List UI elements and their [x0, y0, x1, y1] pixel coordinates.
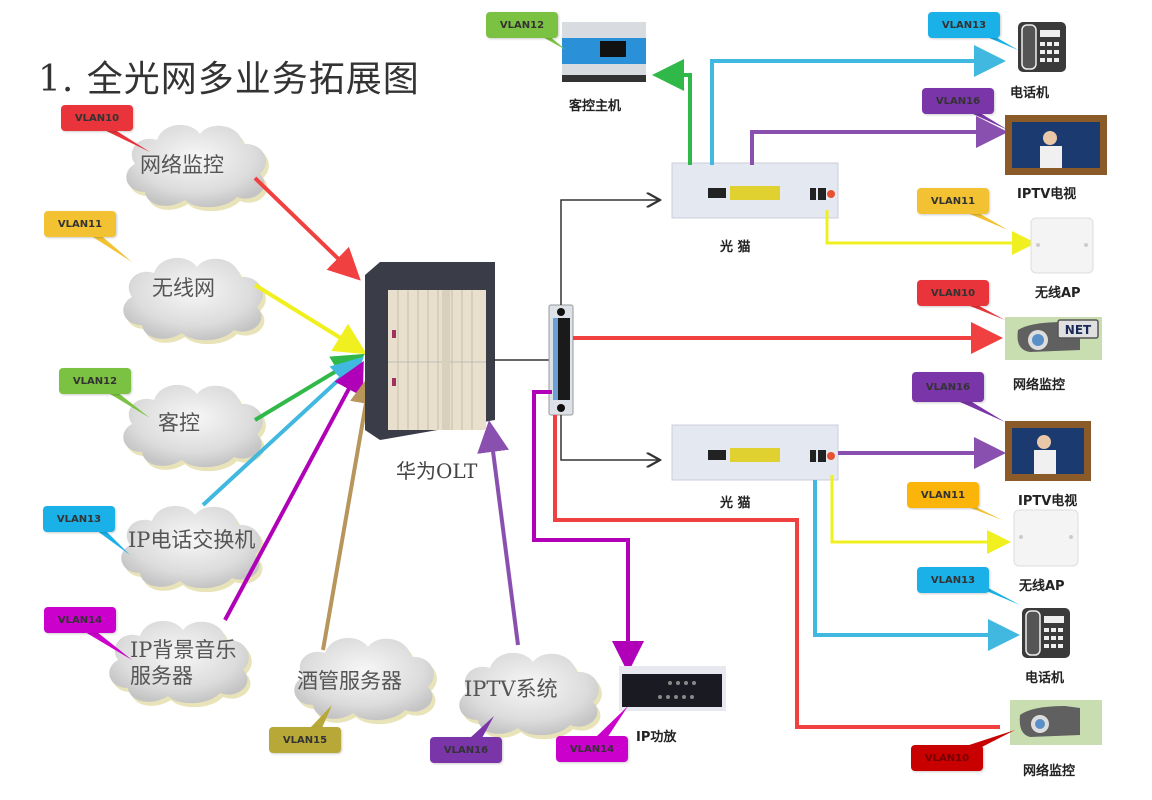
device-label-guest-host: 客控主机	[569, 99, 622, 114]
vlan-tag-guest: VLAN12	[59, 368, 131, 394]
device-label-ap2: 无线AP	[1019, 579, 1065, 594]
source-label-music: IP背景音乐 服务器	[130, 637, 236, 690]
link-vlan13-phone2	[813, 480, 1020, 651]
vlan-tag-wifi: VLAN11	[44, 211, 116, 237]
guest-control-host	[562, 22, 646, 82]
callout-tail	[965, 212, 1008, 230]
vlan-tag-monitor: VLAN10	[61, 105, 133, 131]
link-vlan10-cam2	[553, 415, 1000, 729]
source-label-guest: 客控	[158, 411, 200, 435]
vlan-tag-music: VLAN14	[44, 607, 116, 633]
vlan-tag-guest-host: VLAN12	[486, 12, 558, 38]
onu-1	[671, 162, 839, 219]
device-label-phone2: 电话机	[1025, 671, 1065, 686]
vlan-tag-tv1: VLAN16	[922, 88, 994, 114]
link-vlan10-monitor	[253, 176, 361, 281]
tv-icon	[1005, 115, 1107, 175]
olt-label: 华为OLT	[396, 459, 478, 483]
device-label-cam1: 网络监控	[1013, 378, 1066, 393]
optical-splitter	[548, 304, 574, 416]
callout-tail	[85, 232, 132, 262]
device-label-onu1: 光 猫	[720, 240, 751, 255]
device-label-onu2: 光 猫	[720, 496, 751, 511]
camera-badge: NET	[1065, 323, 1092, 337]
source-label-music-line2: 服务器	[130, 664, 193, 689]
link-splitter-onu2	[560, 415, 660, 460]
camera-icon: NET	[1005, 317, 1102, 360]
vlan-tag-iptv: VLAN16	[430, 737, 502, 763]
vlan-tag-ap2: VLAN11	[907, 482, 979, 508]
callout-tail	[310, 705, 332, 728]
ip-amplifier	[619, 666, 726, 711]
link-vlan14-amp	[532, 390, 644, 673]
vlan-tag-cam2: VLAN10	[911, 745, 983, 771]
link-vlan15-bar	[321, 372, 382, 651]
callout-tail	[595, 706, 628, 738]
callout-tail	[100, 128, 150, 152]
vlan-tag-amp: VLAN14	[556, 736, 628, 762]
source-label-bar: 酒管服务器	[297, 669, 402, 693]
source-label-monitor: 网络监控	[140, 153, 224, 177]
link-vlan16-iptv	[477, 420, 520, 646]
tv-icon	[1005, 421, 1091, 481]
device-label-tv1: IPTV电视	[1017, 187, 1077, 202]
callout-tail	[960, 402, 1005, 422]
link-vlan11-ap1	[825, 210, 1036, 255]
device-label-phone1: 电话机	[1010, 86, 1050, 101]
wireless-ap-icon	[1030, 217, 1094, 274]
vlan-tag-phone2: VLAN13	[917, 567, 989, 593]
vlan-tag-ippbx: VLAN13	[43, 506, 115, 532]
source-label-wifi: 无线网	[152, 276, 215, 300]
page-title: 1. 全光网多业务拓展图	[38, 59, 420, 100]
link-vlan16-tv1	[750, 116, 1008, 165]
source-label-music-line1: IP背景音乐	[130, 638, 237, 662]
vlan-tag-tv2: VLAN16	[912, 372, 984, 402]
device-label-cam2: 网络监控	[1023, 764, 1076, 779]
source-label-ippbx: IP电话交换机	[128, 528, 256, 552]
vlan-tag-ap1: VLAN11	[917, 188, 989, 214]
link-vlan14-music	[223, 360, 364, 621]
onu-2	[671, 424, 839, 481]
phone-icon	[1022, 608, 1070, 658]
link-vlan13-phone1	[710, 45, 1006, 165]
callout-tail	[470, 716, 494, 738]
huawei-olt	[365, 262, 495, 440]
vlan-tag-cam1: VLAN10	[917, 280, 989, 306]
callout-tail	[100, 388, 150, 418]
device-label-tv2: IPTV电视	[1018, 494, 1078, 509]
vlan-tag-bar: VLAN15	[269, 727, 341, 753]
link-vlan12-guesthost	[652, 59, 692, 165]
link-vlan11-ap2	[830, 475, 1011, 554]
callout-tail	[85, 632, 132, 660]
link-splitter-onu1	[560, 200, 660, 305]
vlan-tag-phone1: VLAN13	[928, 12, 1000, 38]
device-label-ap1: 无线AP	[1035, 286, 1081, 301]
wireless-ap-icon	[1013, 509, 1079, 567]
source-label-iptv: IPTV系统	[464, 677, 558, 701]
device-label-amp: IP功放	[636, 730, 677, 745]
camera-icon	[1010, 700, 1102, 745]
link-vlan13-ippbx	[201, 356, 364, 507]
phone-icon	[1018, 22, 1066, 72]
callout-tail	[960, 302, 1005, 320]
link-vlan11-wifi	[253, 283, 367, 355]
